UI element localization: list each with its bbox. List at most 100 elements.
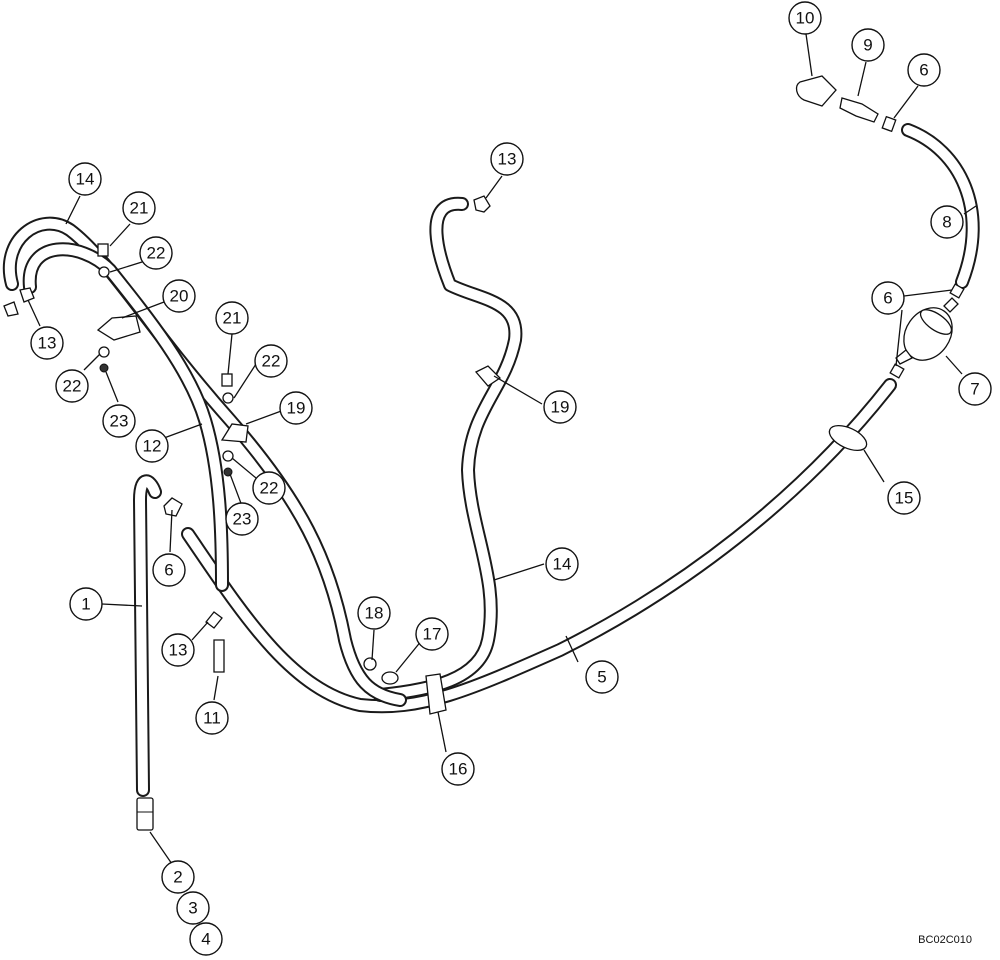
parts [3,75,965,831]
svg-text:23: 23 [110,412,129,431]
washer-part-17 [381,671,399,685]
callout-15: 15 [887,481,921,515]
svg-text:13: 13 [169,641,188,660]
callout-23: 23 [102,404,136,438]
washer-part-22-a [98,266,110,278]
svg-text:17: 17 [423,625,442,644]
svg-text:6: 6 [164,561,173,580]
callout-22: 22 [254,344,288,378]
washer-part-22-b [98,346,110,358]
svg-text:18: 18 [365,604,384,623]
callout-3: 3 [176,891,210,925]
bolt-part-21-mid [221,373,233,387]
drawing-code: BC02C010 [918,934,972,946]
hose-14-left [3,216,407,707]
svg-text:13: 13 [498,150,517,169]
svg-text:6: 6 [919,61,928,80]
callout-14: 14 [545,547,579,581]
fitting-part-13-left-b [19,287,35,303]
svg-text:8: 8 [942,213,951,232]
svg-text:11: 11 [203,709,221,728]
fitting-part-13-center [473,195,491,213]
clamp-part-19-left [220,423,249,443]
svg-text:7: 7 [970,380,979,399]
fitting-part-2-3-4 [136,797,154,831]
svg-text:23: 23 [233,510,252,529]
clamp-part-6-lower [889,363,905,379]
hose-8 [901,123,980,289]
hoses [3,123,980,797]
callout-17: 17 [415,617,449,651]
callout-14: 14 [68,162,102,196]
callout-1: 1 [69,587,103,621]
callout-12: 12 [135,429,169,463]
callout-16: 16 [441,752,475,786]
callout-7: 7 [958,372,992,406]
callout-13: 13 [30,326,64,360]
svg-text:2: 2 [173,868,182,887]
adapter-part-9 [839,97,879,123]
callout-20: 20 [162,279,196,313]
svg-text:22: 22 [262,352,281,371]
clamp-part-16 [425,673,447,715]
callout-22: 22 [139,236,173,270]
hose-1 [133,474,162,797]
svg-text:15: 15 [895,489,914,508]
bolt-part-21-top [97,243,109,257]
svg-text:19: 19 [287,399,306,418]
callout-13: 13 [161,633,195,667]
callout-2: 2 [161,860,195,894]
clamp-part-6-upper [949,283,965,299]
svg-text:20: 20 [170,287,189,306]
svg-text:22: 22 [147,244,166,263]
svg-text:6: 6 [883,289,892,308]
callout-13: 13 [490,142,524,176]
callout-11: 11 [195,701,229,735]
clamp-part-19-center [474,365,502,387]
svg-text:16: 16 [449,760,468,779]
svg-text:4: 4 [201,930,210,949]
callout-22: 22 [55,369,89,403]
washer-part-22-d [222,450,234,462]
hose-12 [22,242,229,592]
callout-21: 21 [215,301,249,335]
elbow-cap-part-10 [795,75,837,107]
svg-text:3: 3 [188,899,197,918]
callout-22: 22 [252,471,286,505]
callouts: 10 9 6 13 14 21 22 8 20 13 21 22 6 7 22 … [30,1,992,956]
washer-part-22-c [222,392,234,404]
callout-19: 19 [543,390,577,424]
svg-text:21: 21 [130,199,149,218]
connector-part-11 [213,639,225,673]
svg-text:10: 10 [796,9,815,28]
callout-6: 6 [907,53,941,87]
svg-text:12: 12 [143,437,162,456]
nut-part-23-a [99,363,109,373]
nut-part-18 [363,657,377,671]
callout-19: 19 [279,391,313,425]
svg-text:19: 19 [551,398,570,417]
svg-text:22: 22 [260,479,279,498]
fitting-part-13-left-a [3,301,19,317]
callout-9: 9 [851,28,885,62]
hose-14-center [373,196,523,702]
callout-6: 6 [871,281,905,315]
callout-23: 23 [225,502,259,536]
fitting-part-6-left [163,497,183,517]
svg-text:14: 14 [553,555,572,574]
clamp-part-6-top [881,115,897,133]
filter-part-7 [895,297,959,365]
svg-text:5: 5 [597,668,606,687]
ring-clamp-part-15 [828,424,868,452]
callout-8: 8 [930,205,964,239]
callout-4: 4 [189,922,223,956]
callout-10: 10 [788,1,822,35]
callout-6: 6 [152,553,186,587]
fitting-part-13-lower [205,611,223,629]
hose-5 [181,378,897,714]
svg-text:1: 1 [81,595,90,614]
callout-18: 18 [357,596,391,630]
callout-21: 21 [122,191,156,225]
clamp-part-20 [96,315,141,341]
